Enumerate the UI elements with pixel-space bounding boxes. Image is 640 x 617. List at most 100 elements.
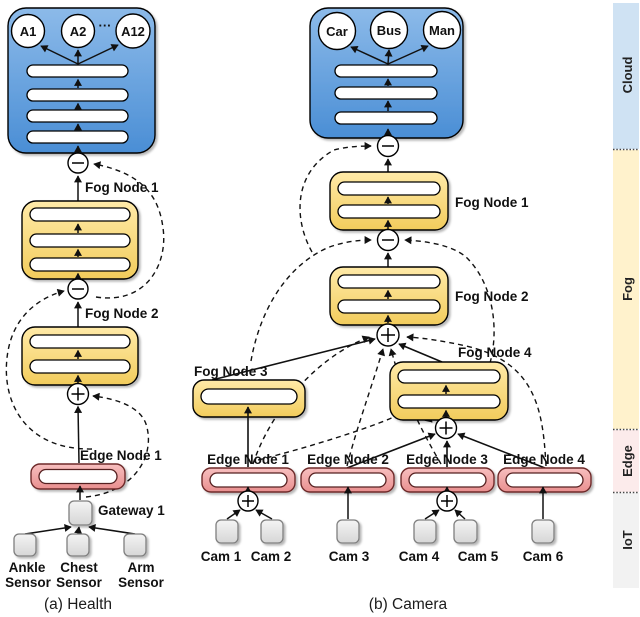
health-fog1-label: Fog Node 1 xyxy=(85,180,159,195)
app-label-bus: Bus xyxy=(377,23,402,38)
gateway-box xyxy=(68,500,93,526)
arm-sensor-box xyxy=(123,533,147,557)
camera-edge-labels: Edge Node 1 Edge Node 2 Edge Node 3 Edge… xyxy=(207,452,585,467)
health-edge1-layer xyxy=(38,468,118,485)
skip-to-fog4-plus xyxy=(257,412,433,461)
cam5-box xyxy=(453,519,478,544)
app-label-a1: A1 xyxy=(20,24,37,39)
layer-strip: Cloud Fog Edge IoT xyxy=(613,3,639,588)
layer-label-cloud: Cloud xyxy=(620,57,635,94)
sensor-boxes xyxy=(13,533,147,557)
camera-cloud-arrows xyxy=(350,44,429,111)
camera-edge4-label: Edge Node 4 xyxy=(503,452,585,467)
sensor-arrows xyxy=(24,524,136,535)
health-edge1-label: Edge Node 1 xyxy=(80,448,162,463)
skip-edge2-to-plus xyxy=(346,348,385,467)
app-label-a12: A12 xyxy=(121,24,145,39)
health-skip-connections xyxy=(5,161,165,498)
skip-edge3-to-plus xyxy=(388,348,442,465)
layer-label-fog: Fog xyxy=(620,277,635,301)
layer-band-iot xyxy=(613,493,639,588)
camera-edge1-label: Edge Node 1 xyxy=(207,452,289,467)
layer-band-cloud xyxy=(613,3,639,149)
layer-label-iot: IoT xyxy=(620,530,635,550)
plus-glyph xyxy=(71,387,85,401)
layer-label-edge: Edge xyxy=(620,445,635,477)
layer-dividers xyxy=(613,148,639,494)
cam-labels: Cam 1 Cam 2 Cam 3 Cam 4 Cam 5 Cam 6 xyxy=(201,549,564,564)
app-circle-a12 xyxy=(115,13,151,49)
chest-sensor-box xyxy=(66,533,90,557)
app-label-man: Man xyxy=(429,23,455,38)
plus-glyph xyxy=(441,495,453,507)
health-cloud-arrows xyxy=(40,44,119,131)
layer-band-edge xyxy=(613,430,639,492)
chest-sensor-label-1: Chest xyxy=(60,560,98,575)
ankle-sensor-label-1: Ankle xyxy=(9,560,46,575)
app-circle-car xyxy=(317,11,357,51)
app-circle-a2 xyxy=(60,13,96,49)
camera-fog4-label: Fog Node 4 xyxy=(458,345,532,360)
plus-glyph xyxy=(242,495,254,507)
camera-fog4-layers xyxy=(397,369,501,409)
cam5-label: Cam 5 xyxy=(458,549,499,564)
cam2-box xyxy=(260,519,284,544)
cam2-label: Cam 2 xyxy=(251,549,292,564)
app-circle-man xyxy=(422,10,462,50)
plus-glyph xyxy=(381,328,395,342)
camera-edge-boxes xyxy=(201,467,592,493)
arm-sensor-label-1: Arm xyxy=(127,560,154,575)
app-ellipsis: ··· xyxy=(99,18,112,33)
cam1-box xyxy=(215,519,239,544)
cam-boxes xyxy=(215,519,555,544)
camera-fog3-layer xyxy=(200,388,298,405)
skip-to-top-minus xyxy=(299,142,372,253)
chest-sensor-label-2: Sensor xyxy=(56,575,103,590)
cam-arrows xyxy=(226,486,547,520)
camera-fog1-label: Fog Node 1 xyxy=(455,195,529,210)
cam1-label: Cam 1 xyxy=(201,549,242,564)
sensor-labels: Ankle Sensor Chest Sensor Arm Sensor xyxy=(5,560,165,590)
camera-edge2-label: Edge Node 2 xyxy=(307,452,389,467)
camera-fog3-label: Fog Node 3 xyxy=(194,364,268,379)
camera-cloud-layers xyxy=(334,64,438,125)
health-diagram: A1 A2 A12 ··· Fog Node 1 Fog Node 2 xyxy=(5,7,165,613)
camera-fog2-label: Fog Node 2 xyxy=(455,289,529,304)
layer-band-fog xyxy=(613,150,639,429)
skip-gateway-to-plus xyxy=(85,392,150,498)
skip-right-to-minus2 xyxy=(404,236,495,364)
health-fog1-layers xyxy=(29,207,131,272)
plus-glyph xyxy=(439,421,453,435)
cam4-label: Cam 4 xyxy=(399,549,440,564)
camera-app-circles: Car Bus Man xyxy=(317,10,462,51)
health-fog2-label: Fog Node 2 xyxy=(85,306,159,321)
app-circle-bus xyxy=(369,10,409,50)
cam4-box xyxy=(413,519,437,544)
skip-fog2-to-minus1 xyxy=(93,161,165,299)
skip-edge-to-minus2 xyxy=(5,288,93,450)
ankle-sensor-box xyxy=(13,533,37,557)
arm-sensor-label-2: Sensor xyxy=(118,575,165,590)
health-cloud-layers xyxy=(26,64,129,144)
gateway-label: Gateway 1 xyxy=(98,503,165,518)
fog34-output-arrows xyxy=(211,336,443,381)
health-app-circles: A1 A2 A12 ··· xyxy=(10,13,151,49)
camera-fog1-layers xyxy=(337,181,441,219)
camera-edge3-label: Edge Node 3 xyxy=(406,452,488,467)
cam3-label: Cam 3 xyxy=(329,549,370,564)
caption-health: (a) Health xyxy=(44,596,112,613)
edge-to-fog4-arrows xyxy=(346,432,546,469)
caption-camera: (b) Camera xyxy=(369,596,448,613)
cam6-box xyxy=(531,519,555,544)
app-circle-a1 xyxy=(10,13,46,49)
cam3-box xyxy=(336,519,360,544)
app-label-car: Car xyxy=(326,24,348,39)
camera-fog2-layers xyxy=(337,274,441,314)
camera-diagram: Car Bus Man Fog Node 1 xyxy=(192,7,592,613)
camera-fog-node-1-box xyxy=(329,171,449,231)
ankle-sensor-label-2: Sensor xyxy=(5,575,52,590)
health-fog2-layers xyxy=(29,334,131,374)
skip-edge4-to-plus xyxy=(406,333,547,467)
